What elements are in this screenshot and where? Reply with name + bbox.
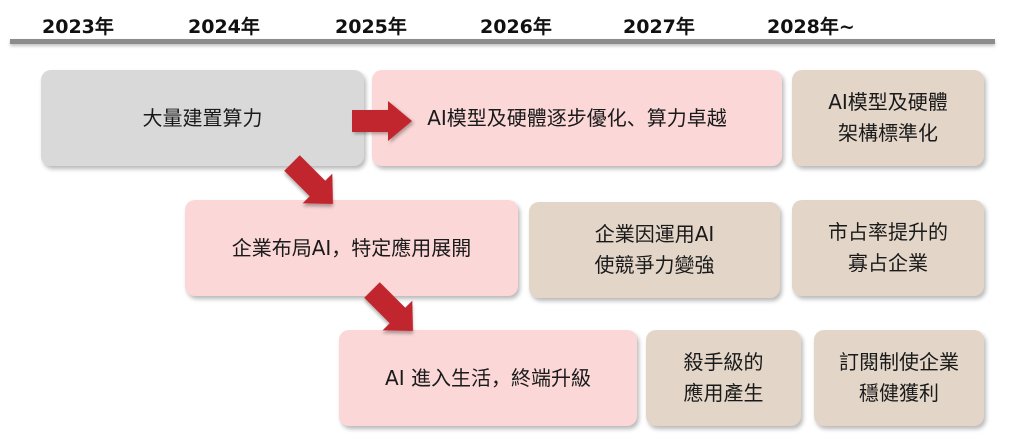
box-oligopoly: 市占率提升的 寡占企業 [792,200,984,296]
year-2023: 2023年 [42,16,114,38]
box-text-line: 穩健獲利 [859,381,939,405]
box-text-line: 殺手級的 [683,350,764,374]
box-text-line: 寡占企業 [848,251,928,275]
box-text-line: 企業因運用AI [594,222,715,246]
arrow-diagonal-icon [284,155,334,205]
year-2028-onward: 2028年~ [767,16,855,38]
box-text-line: 大量建置算力 [142,105,263,130]
box-killer-app: 殺手級的 應用產生 [646,330,801,426]
box-text-line: AI 進入生活，終端升級 [385,365,591,390]
year-2024: 2024年 [188,16,260,38]
box-text-line: AI模型及硬體逐步優化、算力卓越 [427,105,727,130]
box-text-line: 應用產生 [683,381,764,405]
box-text-line: 使競爭力變強 [594,253,715,277]
box-build-compute: 大量建置算力 [41,70,364,166]
year-2025: 2025年 [335,16,407,38]
box-ai-model-optimize: AI模型及硬體逐步優化、算力卓越 [372,70,782,166]
box-enterprise-ai: 企業布局AI，特定應用展開 [185,200,518,296]
box-text-line: 企業布局AI，特定應用展開 [231,235,472,260]
box-text-line: AI模型及硬體 [828,90,948,114]
arrow-right-icon [352,101,412,141]
box-ai-life: AI 進入生活，終端升級 [339,330,637,426]
box-text-line: 架構標準化 [838,121,938,145]
arrow-diagonal-icon [364,282,414,332]
timeline-axis [10,39,995,44]
box-text-line: 訂閱制使企業 [839,350,959,374]
box-text-line: 市占率提升的 [828,220,948,244]
year-2027: 2027年 [623,16,695,38]
box-ai-model-standardize: AI模型及硬體 架構標準化 [792,70,984,166]
year-2026: 2026年 [480,16,552,38]
box-subscription: 訂閱制使企業 穩健獲利 [814,330,984,426]
box-enterprise-competitiveness: 企業因運用AI 使競爭力變強 [529,202,780,298]
